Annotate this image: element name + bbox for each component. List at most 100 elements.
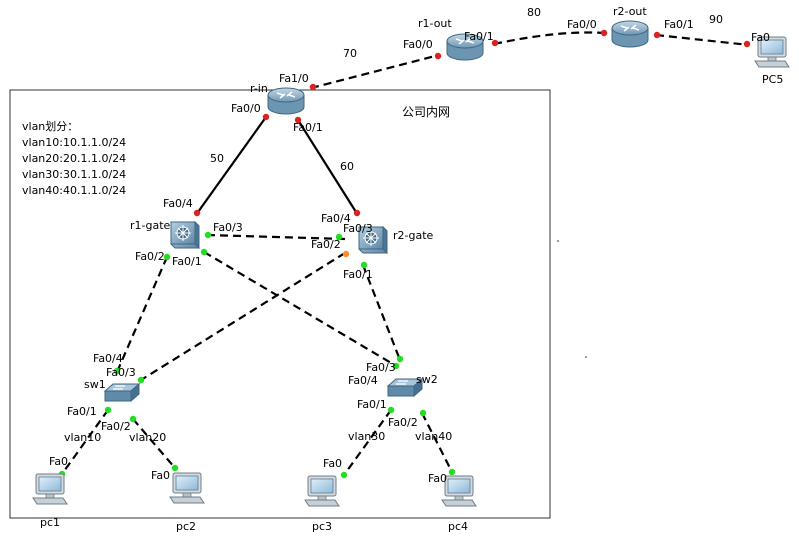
port-label: Fa0 bbox=[751, 31, 770, 44]
link-tag: 70 bbox=[343, 47, 357, 60]
port-light-down bbox=[262, 113, 270, 121]
switch-icon bbox=[104, 383, 140, 402]
switch-sw1[interactable]: sw1 bbox=[84, 378, 140, 402]
vlan-plan-note: vlan划分： vlan10:10.1.1.0/24 vlan20:20.1.1… bbox=[22, 119, 126, 199]
pc-icon bbox=[441, 475, 477, 507]
device-label: pc3 bbox=[312, 520, 332, 533]
vlan-plan-title: vlan划分： bbox=[22, 120, 79, 133]
link-sw2-pc3[interactable] bbox=[343, 409, 392, 476]
link-r2gate-sw2[interactable] bbox=[361, 264, 402, 361]
links bbox=[61, 31, 750, 476]
port-light-up bbox=[360, 261, 368, 269]
port-light-up bbox=[129, 415, 137, 423]
zone-label: 公司内网 bbox=[402, 105, 450, 119]
port-label: Fa0/1 bbox=[67, 405, 97, 418]
link-sw2-pc4[interactable] bbox=[421, 412, 453, 473]
pc-pc3[interactable]: pc3 bbox=[304, 475, 340, 533]
port-label: Fa0/3 bbox=[106, 366, 136, 379]
port-light-up bbox=[392, 362, 400, 370]
router-r2-out[interactable]: r2-out bbox=[611, 5, 649, 48]
multilayer-switch-icon bbox=[170, 221, 200, 249]
port-label: Fa1/0 bbox=[279, 72, 309, 85]
port-light-up bbox=[419, 409, 427, 417]
port-label: Fa0/0 bbox=[567, 18, 597, 31]
port-label: Fa0/4 bbox=[93, 352, 123, 365]
port-light-down bbox=[491, 39, 499, 47]
link-tag: 50 bbox=[210, 152, 224, 165]
port-label: Fa0/1 bbox=[664, 18, 694, 31]
device-label: sw2 bbox=[416, 373, 438, 386]
port-light-down bbox=[653, 31, 661, 39]
link-gates[interactable] bbox=[206, 233, 346, 241]
link-rin-r1gate[interactable] bbox=[197, 116, 267, 213]
port-label: Fa0 bbox=[323, 457, 342, 470]
port-light-up bbox=[340, 471, 348, 479]
link-r2gate-sw1[interactable] bbox=[140, 252, 346, 381]
pc-pc5[interactable]: PC5 bbox=[754, 36, 790, 86]
device-label: r2-gate bbox=[393, 229, 434, 242]
port-light-down bbox=[434, 52, 442, 60]
device-label: sw1 bbox=[84, 378, 106, 391]
port-light-down bbox=[743, 40, 751, 48]
port-light-up bbox=[387, 406, 395, 414]
port-light-up bbox=[396, 355, 404, 363]
port-light-up bbox=[104, 406, 112, 414]
port-label: Fa0 bbox=[428, 472, 447, 485]
port-label: Fa0 bbox=[151, 469, 170, 482]
port-light-up bbox=[113, 367, 121, 375]
link-r2out-pc5[interactable] bbox=[655, 33, 750, 47]
port-label: Fa0/3 bbox=[213, 221, 243, 234]
link-tag: 90 bbox=[709, 13, 723, 26]
link-tag: 60 bbox=[340, 160, 354, 173]
port-lights bbox=[58, 29, 751, 479]
port-label: Fa0/1 bbox=[293, 121, 323, 134]
device-label: pc1 bbox=[40, 516, 60, 529]
port-light-amber bbox=[342, 250, 350, 258]
port-label: Fa0/4 bbox=[321, 212, 351, 225]
port-light-up bbox=[137, 376, 145, 384]
switch-sw2[interactable]: sw2 bbox=[387, 373, 438, 397]
link-r1out-r2out[interactable] bbox=[493, 31, 605, 46]
router-r1-out[interactable]: r1-out bbox=[418, 17, 484, 61]
port-label: Fa0/1 bbox=[343, 268, 373, 281]
pc-pc1[interactable]: pc1 bbox=[32, 473, 68, 529]
link-r1gate-sw2[interactable] bbox=[203, 251, 399, 368]
device-label: PC5 bbox=[762, 73, 783, 86]
vlan-plan-line: vlan20:20.1.1.0/24 bbox=[22, 152, 127, 165]
link-rin-r1out[interactable] bbox=[310, 53, 440, 90]
port-light-up bbox=[335, 233, 343, 241]
mls-r1-gate[interactable]: r1-gate bbox=[130, 219, 200, 249]
link-rin-r2gate[interactable] bbox=[297, 119, 357, 213]
pc-icon bbox=[304, 475, 340, 507]
vlan-label: vlan20 bbox=[129, 431, 166, 444]
port-label: Fa0/1 bbox=[464, 30, 494, 43]
router-r-in[interactable]: r-in bbox=[250, 82, 305, 115]
port-light-down bbox=[193, 209, 201, 217]
mls-r2-gate[interactable]: r2-gate bbox=[358, 226, 434, 254]
link-sw1-pc1[interactable] bbox=[61, 409, 109, 475]
device-label: r1-gate bbox=[130, 219, 171, 232]
vlan-plan-line: vlan40:40.1.1.0/24 bbox=[22, 184, 127, 197]
canvas-dot bbox=[557, 240, 559, 242]
pc-icon bbox=[169, 472, 205, 504]
link-r1gate-sw1[interactable] bbox=[115, 256, 169, 373]
router-icon bbox=[611, 20, 649, 48]
port-light-up bbox=[204, 231, 212, 239]
pc-pc4[interactable]: pc4 bbox=[441, 475, 477, 533]
port-label: Fa0/1 bbox=[172, 255, 202, 268]
port-light-down bbox=[600, 29, 608, 37]
port-label: Fa0/2 bbox=[311, 238, 341, 251]
port-label: Fa0/4 bbox=[163, 197, 193, 210]
vlan-plan-line: vlan30:30.1.1.0/24 bbox=[22, 168, 127, 181]
canvas-dot bbox=[585, 356, 587, 358]
link-sw1-pc2[interactable] bbox=[132, 418, 176, 469]
port-light-up bbox=[171, 464, 179, 472]
port-label: Fa0/2 bbox=[135, 250, 165, 263]
port-label: Fa0/2 bbox=[388, 416, 418, 429]
vlan-label: vlan10 bbox=[64, 431, 101, 444]
pc-pc2[interactable]: pc2 bbox=[169, 472, 205, 533]
port-label: Fa0/4 bbox=[348, 374, 378, 387]
device-label: pc2 bbox=[176, 520, 196, 533]
port-label: Fa0/2 bbox=[101, 420, 131, 433]
vlan-label: vlan30 bbox=[348, 430, 385, 443]
